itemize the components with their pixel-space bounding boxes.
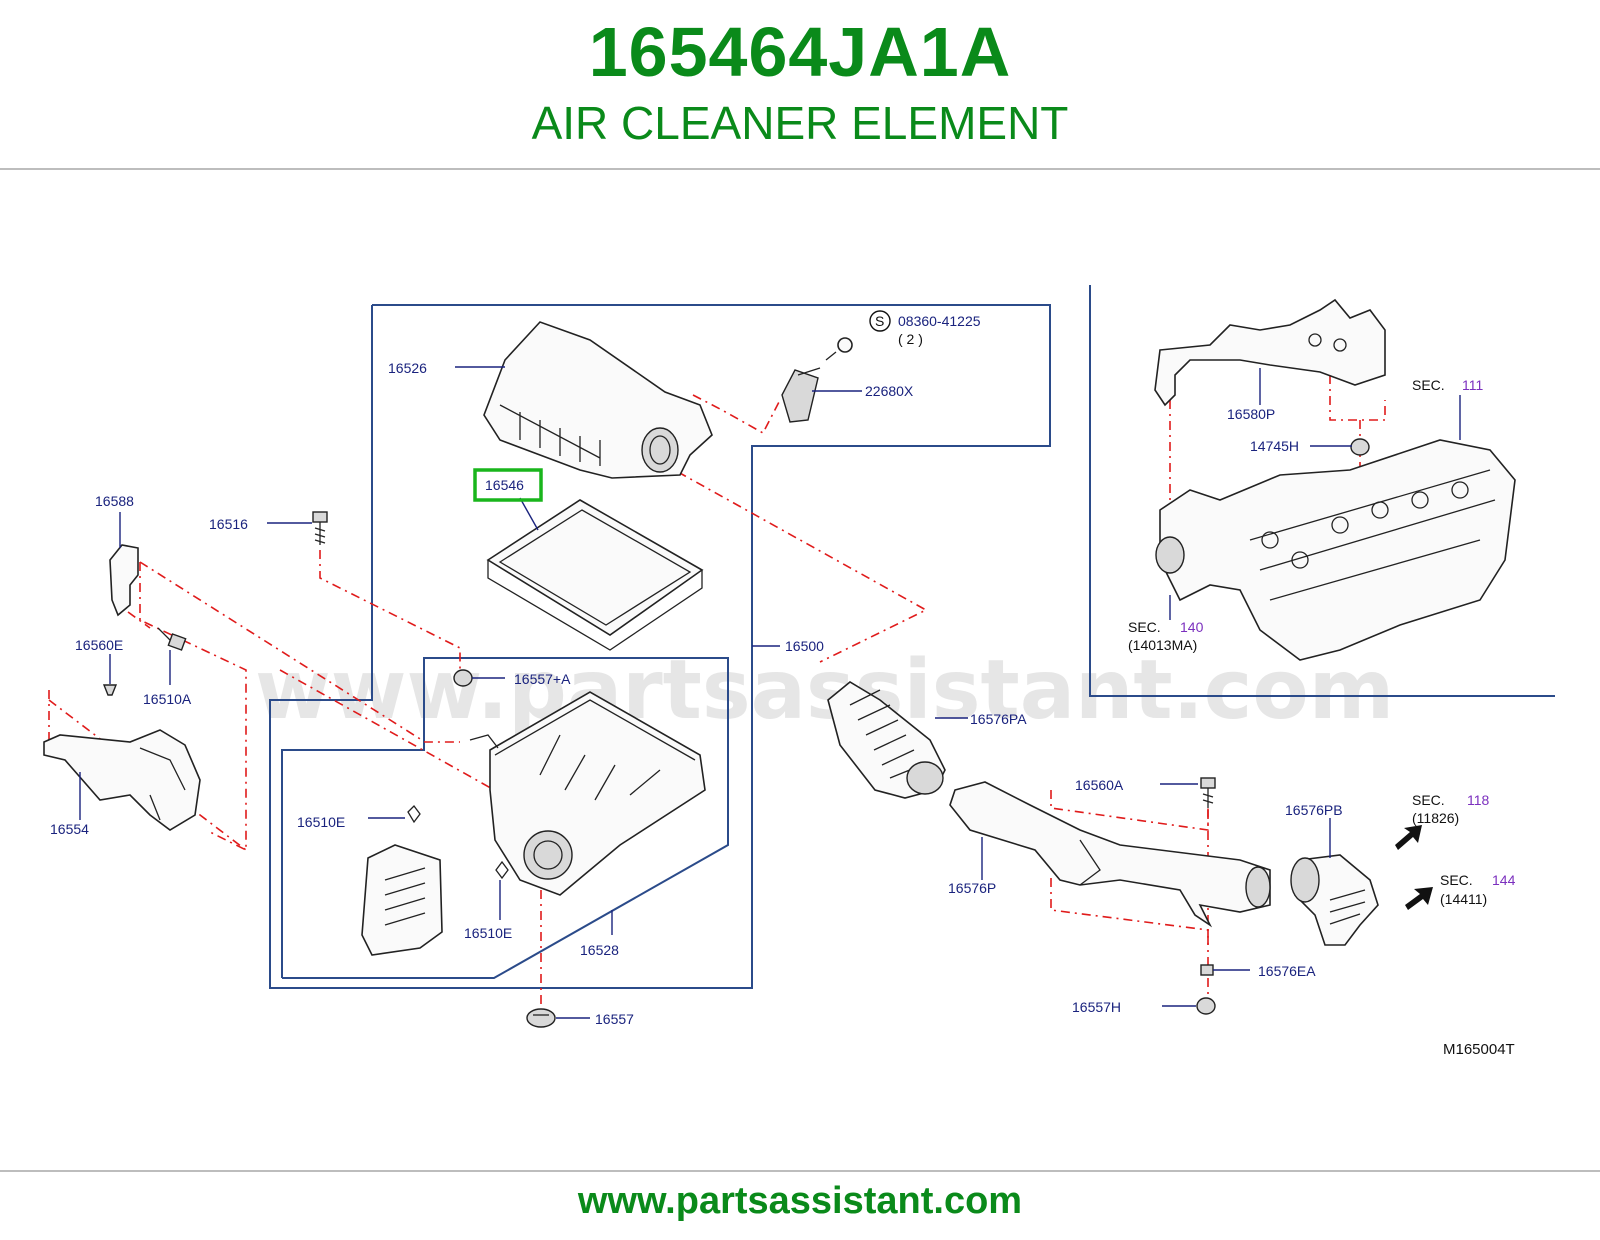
assembly-frame (269, 285, 1555, 989)
hose-16576pa-part (827, 681, 946, 799)
callout-16580p[interactable]: 16580P (1227, 406, 1275, 422)
footer-divider (0, 1170, 1600, 1172)
arrow-sec-118-icon (1395, 825, 1422, 850)
callout-08360-41225[interactable]: 08360-41225 (898, 313, 981, 329)
callout-16554[interactable]: 16554 (50, 821, 89, 837)
sec-144-number[interactable]: 144 (1492, 872, 1516, 888)
clip-16560e-part (102, 684, 118, 696)
callout-16516[interactable]: 16516 (209, 516, 248, 532)
bolt-16560a-part (1200, 777, 1216, 808)
bracket-16588-part (109, 544, 139, 617)
arrow-sec-144-icon (1405, 887, 1433, 910)
sec-144-ref: (14411) (1440, 891, 1487, 907)
highlight-box (473, 468, 543, 502)
part-number-title: 165464JA1A (588, 13, 1012, 91)
sec-118-ref: (11826) (1412, 810, 1459, 826)
callout-14745h[interactable]: 14745H (1250, 438, 1299, 454)
sec-111-number[interactable]: 111 (1462, 377, 1483, 393)
grommet-14745h-part (1350, 438, 1370, 456)
callout-16526[interactable]: 16526 (388, 360, 427, 376)
clip-16510e-lower-part (495, 860, 509, 880)
sec-144-label: SEC. (1440, 872, 1473, 888)
callout-16560e[interactable]: 16560E (75, 637, 123, 653)
air-cleaner-cover-part (483, 321, 713, 479)
grommet-16557-part (526, 1008, 556, 1028)
sec-118-number[interactable]: 118 (1467, 792, 1490, 808)
assembly-lines (48, 375, 1386, 1010)
callout-22680x[interactable]: 22680X (865, 383, 914, 399)
diagram-code: M165004T (1443, 1041, 1515, 1058)
cylinder-head-part (1155, 439, 1516, 661)
callout-16510a[interactable]: 16510A (143, 691, 192, 707)
s-symbol-label: S (875, 313, 884, 329)
bracket-16580p-part (1154, 298, 1386, 407)
air-cleaner-element-part (486, 499, 704, 651)
elbow-16576pb-part (1290, 854, 1379, 946)
grommet-16557h-part (1196, 997, 1216, 1015)
leader-lines (79, 366, 1461, 1019)
side-cover-part (361, 844, 443, 956)
callout-labels: 16526 16546 08360-41225 ( 2 ) 22680X 165… (50, 313, 1343, 1027)
callout-16560a[interactable]: 16560A (1075, 777, 1124, 793)
callout-08360-qty: ( 2 ) (898, 331, 923, 347)
bolt-16510a-part (157, 627, 187, 651)
airflow-sensor-part (781, 337, 853, 423)
sec-140-ref: (14013MA) (1128, 637, 1197, 653)
callout-16546[interactable]: 16546 (485, 477, 524, 493)
pipe-16576p-part (949, 781, 1271, 928)
air-cleaner-body-part (469, 691, 706, 896)
callout-16528[interactable]: 16528 (580, 942, 619, 958)
section-references: SEC. 111 SEC. 140 (14013MA) SEC. 118 (11… (1128, 377, 1516, 907)
spacer-16576ea-part (1200, 964, 1214, 976)
callout-16510e-upper[interactable]: 16510E (297, 814, 345, 830)
callout-16576pa[interactable]: 16576PA (970, 711, 1027, 727)
callout-16557h[interactable]: 16557H (1072, 999, 1121, 1015)
bolt-16516-part (312, 511, 328, 545)
callout-16576p[interactable]: 16576P (948, 880, 996, 896)
part-name-subtitle: AIR CLEANER ELEMENT (531, 97, 1069, 149)
sec-118-label: SEC. (1412, 792, 1445, 808)
callout-16588[interactable]: 16588 (95, 493, 134, 509)
callout-16557a[interactable]: 16557+A (514, 671, 571, 687)
callout-16576pb[interactable]: 16576PB (1285, 802, 1343, 818)
header-divider (0, 168, 1600, 170)
callout-16510e-lower[interactable]: 16510E (464, 925, 512, 941)
clip-16510e-upper-part (407, 805, 421, 824)
air-duct-16554-part (43, 729, 201, 831)
page-header: 165464JA1A AIR CLEANER ELEMENT (0, 0, 1600, 170)
callout-16576ea[interactable]: 16576EA (1258, 963, 1316, 979)
grommet-16557a-part (453, 669, 473, 687)
sec-140-number[interactable]: 140 (1180, 619, 1204, 635)
sec-111-label: SEC. (1412, 377, 1445, 393)
footer-site-link[interactable]: www.partsassistant.com (577, 1180, 1023, 1222)
callout-16557[interactable]: 16557 (595, 1011, 634, 1027)
sec-140-label: SEC. (1128, 619, 1161, 635)
callout-16500[interactable]: 16500 (785, 638, 824, 654)
standard-part-symbol: S (869, 310, 891, 332)
